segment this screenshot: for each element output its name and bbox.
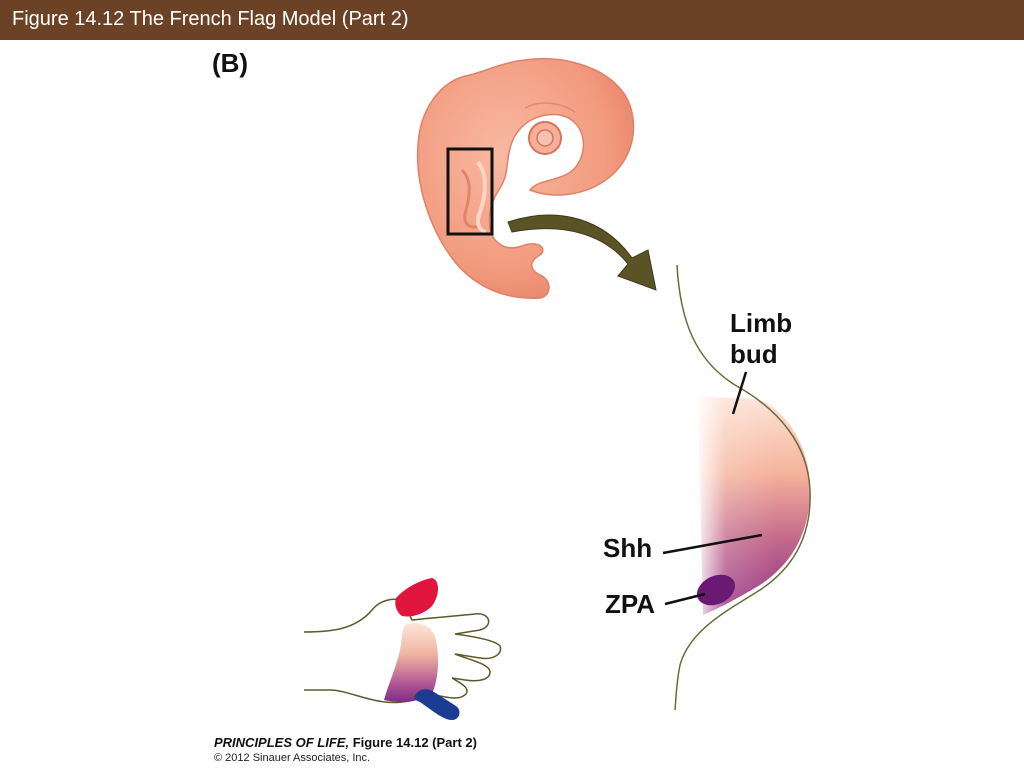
limb-bud-label: Limb bud	[730, 308, 840, 370]
zpa-pointer	[664, 592, 706, 606]
hand-blue-region	[414, 689, 460, 720]
page-title: Figure 14.12 The French Flag Model (Part…	[12, 8, 409, 30]
copyright: © 2012 Sinauer Associates, Inc.	[214, 752, 371, 764]
header-bar: Figure 14.12 The French Flag Model (Part…	[0, 0, 1024, 40]
credit-book: PRINCIPLES OF LIFE,	[214, 735, 350, 750]
shh-pointer	[662, 533, 763, 555]
embryo-spine	[460, 168, 481, 229]
credit-figure: Figure 14.12 (Part 2)	[349, 735, 477, 750]
figure-credit: PRINCIPLES OF LIFE, Figure 14.12 (Part 2…	[214, 735, 477, 750]
limb-bud-label-line2: bud	[730, 339, 778, 369]
hand-red-region	[395, 578, 438, 617]
selection-box	[446, 147, 494, 236]
embryo-body	[416, 58, 635, 299]
panel-label: (B)	[212, 48, 249, 78]
hand-gradient-region	[384, 623, 439, 702]
embryo	[416, 58, 635, 299]
curved-arrow-icon	[507, 214, 657, 291]
embryo-head-fold	[524, 102, 576, 113]
limb-bud-pointer	[731, 371, 748, 415]
hand-diagram	[303, 578, 502, 720]
body-wall-outline	[674, 264, 811, 711]
shh-label: Shh	[603, 533, 653, 563]
zpa-label: ZPA	[605, 589, 656, 619]
embryo-eye-inner	[536, 129, 554, 147]
zpa-region	[696, 574, 736, 606]
embryo-limb-ridge	[476, 160, 487, 234]
limb-bud	[662, 264, 811, 711]
limb-bud-label-line1: Limb	[730, 308, 793, 338]
